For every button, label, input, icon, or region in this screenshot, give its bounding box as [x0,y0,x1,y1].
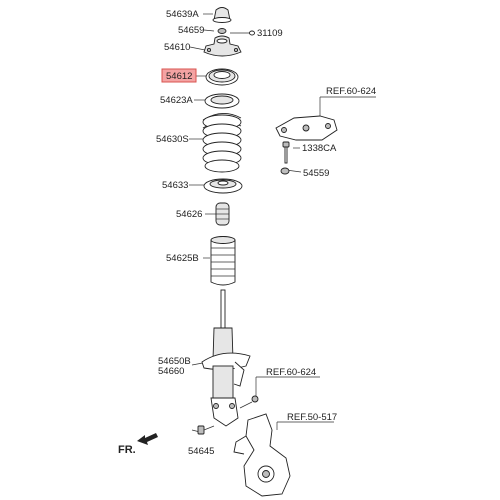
label-54650b: 54650B [158,356,191,367]
label-54623a: 54623A [160,95,193,106]
part-54659-nut [217,28,227,34]
part-54612-bearing [205,68,239,86]
label-ref-50-517: REF.50-517 [287,412,337,423]
part-1338ca-bolt [282,141,290,164]
label-54630s: 54630S [156,134,189,145]
label-54660: 54660 [158,366,184,377]
part-54650b-strut-assembly [201,289,251,427]
part-54639a-cap [212,7,232,23]
stabilizer-link-nut [239,395,259,409]
label-54610: 54610 [164,42,190,53]
label-54639a: 54639A [166,9,199,20]
front-arrow-icon [137,433,158,445]
part-54625b-dust-cover [210,236,236,286]
label-ref-60-624-mid: REF.60-624 [266,367,316,378]
label-54612: 54612 [166,71,192,82]
leader-lines [189,13,376,433]
label-54559: 54559 [303,168,329,179]
label-54626: 54626 [176,209,202,220]
highlight-box-54612 [161,68,197,83]
label-31109: 31109 [257,28,283,39]
part-54645-bolt [197,425,215,435]
part-54623a-spring-pad [204,93,240,109]
label-54645: 54645 [188,446,214,457]
label-54625b: 54625B [166,253,199,264]
label-54659: 54659 [178,25,204,36]
label-1338ca: 1338CA [302,143,337,154]
part-54610-mount [203,35,242,57]
upper-bracket [275,115,338,141]
part-54633-spring-seat [203,178,243,194]
label-ref-60-624-top: REF.60-624 [326,86,376,97]
part-54630s-coil-spring [202,113,242,173]
part-54626-bump-stopper [215,202,230,226]
part-31109-washer [249,30,255,36]
part-labels: 54639A 54659 31109 54610 54612 54623A 54… [118,9,376,457]
label-54633: 54633 [162,180,188,191]
label-fr: FR. [118,444,136,456]
part-54559-nut [280,167,290,175]
steering-knuckle [233,413,291,497]
